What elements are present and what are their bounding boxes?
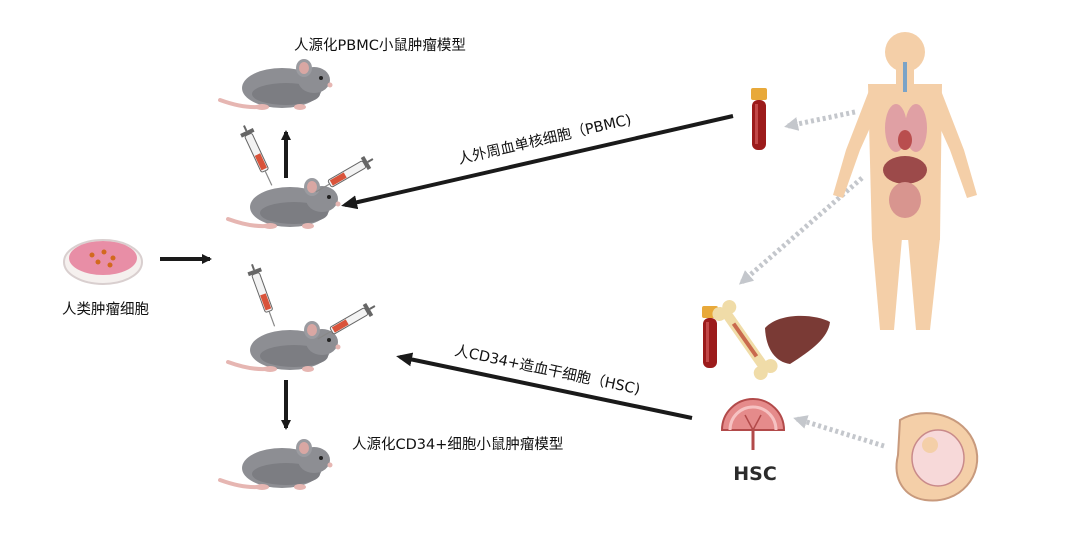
blood-tube-icon (751, 88, 767, 150)
cd34-model-label: 人源化CD34+细胞小鼠肿瘤模型 (352, 437, 564, 453)
hsc-badge: HSC (733, 463, 777, 485)
tumor-cells-label: 人类肿瘤细胞 (62, 302, 149, 318)
pregnant-belly-icon (895, 412, 979, 502)
syringe-icon (236, 121, 280, 190)
mouse-icon (218, 437, 335, 492)
hsc-arrow (396, 352, 693, 420)
petri-dish-icon (63, 239, 143, 285)
mouse-icon (226, 319, 343, 374)
human-body-icon (833, 32, 977, 330)
syringe-icon (244, 260, 283, 330)
mouse-icon (226, 176, 343, 231)
dotted-arrow (784, 109, 856, 131)
umbilical-cord-icon (720, 398, 786, 450)
pbmc-arrow (341, 114, 734, 210)
pbmc-model-label: 人源化PBMC小鼠肿瘤模型 (294, 38, 466, 54)
bone-icon (712, 300, 778, 380)
dotted-arrow (793, 415, 885, 449)
liver-icon (765, 315, 830, 364)
mouse-icon (218, 57, 335, 112)
